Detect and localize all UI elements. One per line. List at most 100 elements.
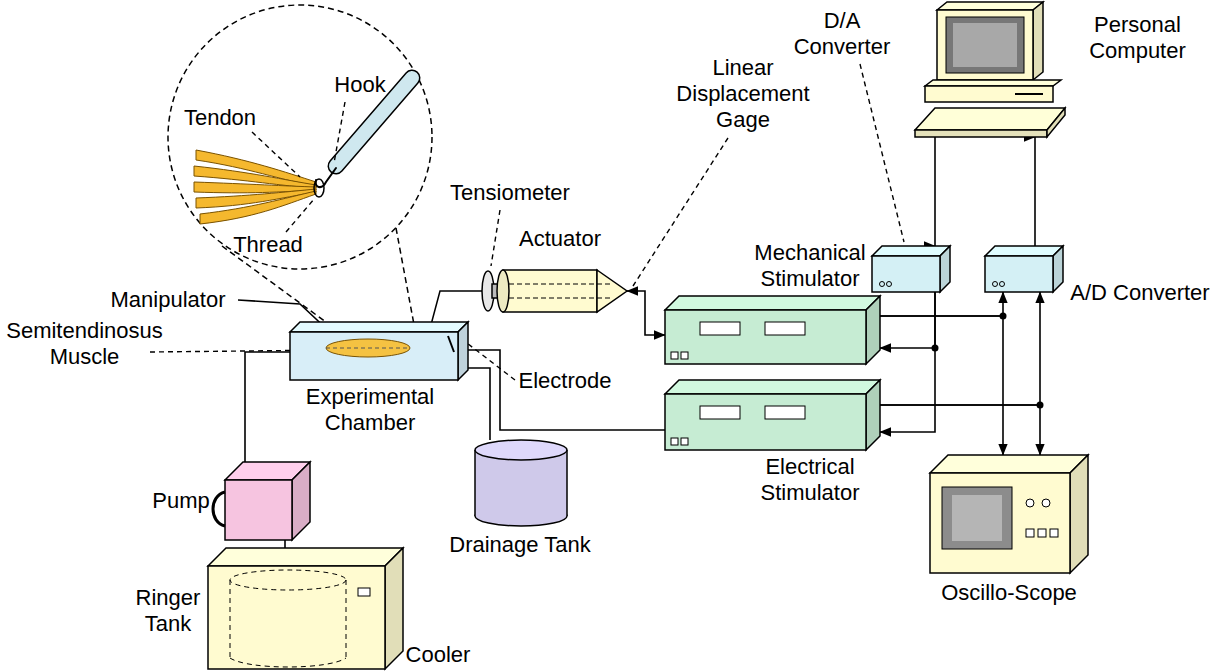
device-label: D/A Converter — [777, 8, 907, 60]
cooler-box: Cooler — [208, 548, 403, 669]
device-part — [1050, 529, 1058, 537]
device-label: Experimental Chamber — [270, 384, 470, 436]
signal-connector — [1034, 137, 1036, 246]
box-side — [292, 462, 310, 540]
box-top — [930, 455, 1088, 473]
device-label: Drainage Tank — [445, 532, 595, 558]
device-part — [937, 2, 1043, 10]
signal-connector — [245, 352, 290, 462]
box-side — [458, 322, 468, 380]
stimulator-box: Mechanical Stimulator — [665, 296, 880, 364]
device-part — [925, 80, 1061, 86]
actuator-device — [497, 270, 627, 312]
device-part — [230, 580, 346, 667]
device-part — [700, 406, 740, 419]
signal-connector — [468, 350, 665, 430]
device-part — [1000, 282, 1005, 287]
device-part — [503, 270, 597, 312]
box-front — [872, 256, 940, 292]
box-top — [665, 380, 880, 394]
device-part — [213, 492, 225, 526]
leader-lines — [860, 64, 904, 242]
part-label: Hook — [325, 72, 395, 98]
leader-lines — [463, 340, 515, 380]
magnifier — [168, 5, 432, 336]
device-outline — [495, 268, 627, 314]
leader-lines — [150, 64, 904, 380]
leader-lines — [252, 132, 300, 177]
oscilloscope-device: Oscillo-Scope — [930, 455, 1088, 573]
actuator-device: Actuator — [495, 268, 627, 314]
device-part — [1015, 93, 1043, 95]
tendon-strands — [200, 191, 316, 224]
leader-lines — [334, 102, 345, 163]
device-part — [887, 282, 892, 287]
device-part — [326, 348, 410, 349]
box-side — [1053, 246, 1063, 292]
device-part — [509, 298, 613, 299]
device-outline — [985, 246, 1063, 292]
device-outline — [225, 462, 310, 540]
pump-box: Pump — [225, 462, 310, 540]
chamber-tray — [290, 322, 468, 380]
magnifier — [396, 228, 415, 330]
device-outline — [665, 296, 880, 364]
box-front — [208, 566, 385, 669]
device-part — [946, 17, 1024, 73]
box-front — [665, 394, 866, 450]
device-part — [937, 10, 1033, 80]
device-part — [566, 450, 568, 516]
box-front — [665, 310, 866, 364]
device-part — [497, 270, 509, 312]
device-outline — [665, 380, 880, 450]
device-part — [942, 487, 1012, 549]
part-label: Thread — [228, 232, 308, 258]
device-part — [326, 339, 410, 357]
stimulator-box — [665, 380, 880, 450]
device-part — [765, 406, 805, 419]
drainage-tank — [475, 440, 567, 526]
box-top — [665, 296, 880, 310]
device-part — [925, 86, 1053, 102]
device-part — [230, 570, 346, 590]
box-front — [985, 256, 1053, 292]
device-part — [671, 352, 678, 359]
device-outline — [915, 2, 1065, 137]
device-label: Electrical Stimulator — [735, 454, 885, 506]
box-front — [930, 473, 1070, 573]
leader-lines — [286, 198, 315, 232]
leader-lines — [491, 210, 500, 266]
device-outline — [290, 322, 468, 380]
box-side — [385, 548, 403, 669]
signal-connector — [880, 292, 1040, 405]
tendon-strands — [194, 150, 316, 224]
device-label: Personal Computer — [1070, 12, 1205, 64]
hook — [316, 168, 336, 187]
part-label: Linear Displacement Gage — [668, 55, 818, 133]
box-top — [872, 246, 950, 256]
device-part — [952, 495, 1002, 541]
device-part — [765, 322, 805, 335]
part-label: Semitendinosus Muscle — [2, 318, 167, 370]
signal-connector — [934, 137, 936, 246]
stimulator-box: Electrical Stimulator — [665, 380, 880, 450]
part-label: Tendon — [180, 105, 260, 131]
device-label: Cooler — [398, 642, 478, 668]
box-front — [225, 480, 292, 540]
drainage-tank: Drainage Tank — [475, 440, 567, 526]
device-outline — [475, 440, 567, 526]
device-label: Mechanical Stimulator — [735, 240, 885, 292]
device-part — [1042, 499, 1050, 507]
part-label: Tensiometer — [440, 180, 580, 206]
device-part — [474, 450, 476, 516]
signal-connector — [627, 291, 665, 335]
box-top — [208, 548, 403, 566]
signal-connector — [468, 368, 490, 440]
signal-connector — [880, 292, 935, 348]
box-side — [1070, 455, 1088, 573]
device-label: Pump — [145, 488, 217, 514]
junction-dots — [932, 313, 1044, 409]
device-part — [358, 588, 370, 596]
leader-lines — [633, 138, 728, 286]
